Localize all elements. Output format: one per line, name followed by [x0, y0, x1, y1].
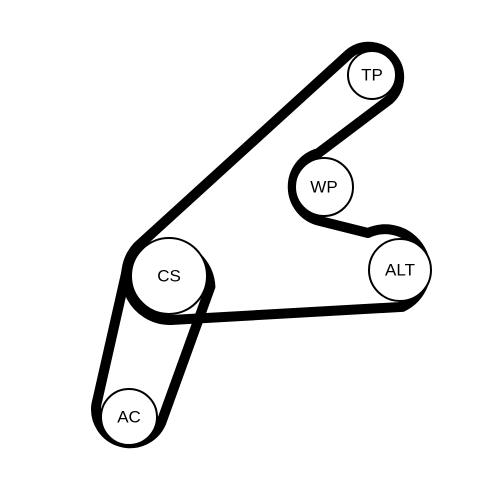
ac-label: AC [117, 408, 141, 427]
main-serpentine-belt [121, 41, 431, 326]
cs-label: CS [157, 267, 181, 286]
wp-label: WP [310, 178, 337, 197]
alt-label: ALT [385, 261, 415, 280]
tp-label: TP [361, 66, 383, 85]
tp-pulley: TP [347, 50, 397, 100]
wp-pulley: WP [294, 157, 354, 217]
cs-pulley: CS [130, 237, 208, 315]
alt-pulley: ALT [368, 238, 432, 302]
ac-pulley: AC [100, 388, 158, 446]
